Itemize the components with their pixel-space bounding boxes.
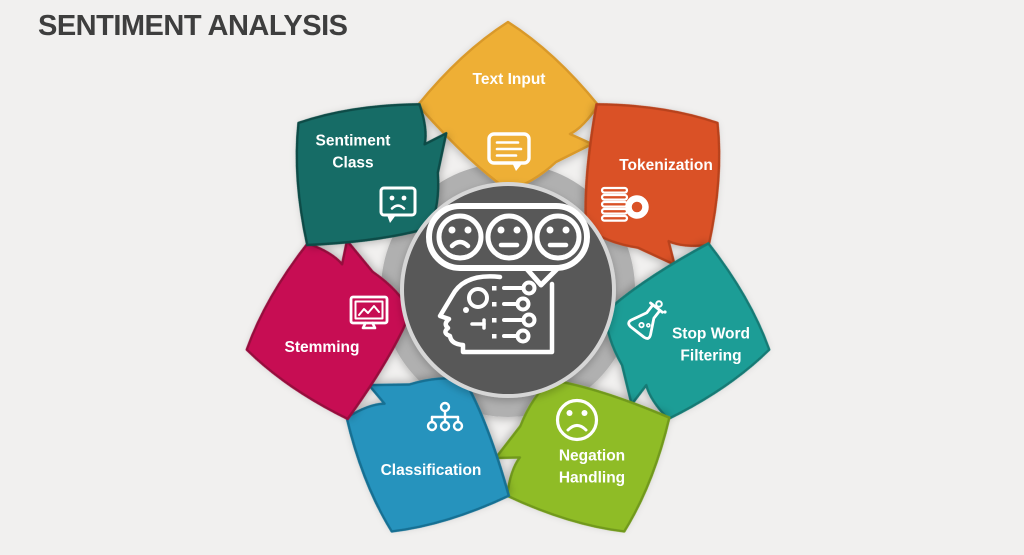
ai-head-sentiment-icon [426, 203, 590, 355]
petal-tokenization [584, 103, 721, 266]
page-title: SENTIMENT ANALYSIS [38, 10, 348, 42]
petal-text-input [416, 20, 600, 192]
petal-classification [345, 377, 511, 533]
hierarchy-icon [426, 401, 464, 432]
petal-negation-handling [494, 378, 671, 533]
monitor-chart-icon [349, 295, 389, 330]
petal-stemming [245, 239, 412, 421]
sad-face-icon [555, 398, 599, 442]
petals [245, 20, 771, 533]
coins-icon [600, 186, 649, 222]
petal-stop-word-filtering [604, 242, 771, 421]
chat-message-icon [487, 132, 531, 171]
petal-sentiment-class [295, 103, 448, 247]
speech-sad-icon [379, 186, 417, 223]
flask-icon [627, 300, 667, 340]
